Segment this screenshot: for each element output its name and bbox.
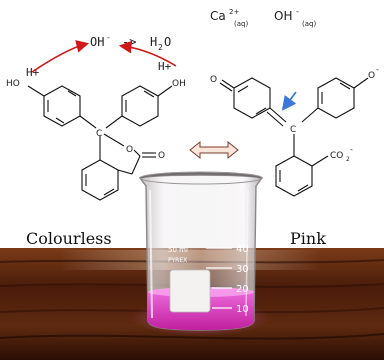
pink-molecule [219,77,369,197]
ring-oxygen: O [126,145,133,155]
ca-ion: Ca [210,9,226,23]
ca-ion-state: (aq) [234,20,248,28]
phenol-ring-left [43,85,81,127]
colourless-atoms: HO OH C O O [6,79,186,161]
reaction-water-o: O [164,35,171,49]
colourless-molecule [27,85,173,201]
phenoxide-charge: - [376,65,379,74]
beaker-brand: PYREX [168,257,187,264]
ions-label: Ca 2+ (aq) OH - (aq) [210,7,316,28]
colourless-label: Colourless [26,229,112,248]
benzoate-ring [275,155,313,197]
phenoxide-oxygen: O [368,71,375,81]
ca-ion-charge: 2+ [229,8,239,16]
beaker-mark-10: 10 [236,304,249,315]
phenol-ring-right [121,85,159,127]
beaker-volume: 50 ml [168,246,188,254]
oh-ion-state: (aq) [302,20,316,28]
carboxylate-sub: 2 [346,156,350,163]
equilibrium-arrow [189,140,239,160]
oh-right: OH [172,79,186,89]
red-arrow-left [31,40,90,73]
oh-ion: OH [274,9,292,23]
red-arrow-right [118,40,177,67]
beaker: 40 30 20 10 50 ml PYREX [138,171,264,331]
beaker-mark-20: 20 [236,284,249,295]
pink-atoms: O O - C CO 2 - [210,65,379,163]
beaker-label-panel [169,269,211,313]
reaction-water-sub: 2 [158,43,163,52]
oh-ion-charge: - [296,7,299,16]
reaction-oh-charge: - [106,33,111,42]
carbonyl-oxygen: O [158,151,165,161]
beaker-mark-40: 40 [236,244,249,255]
central-carbon-left: C [96,129,102,139]
reaction-equation: OH - -> H 2 O H+ H+ [26,33,177,79]
phenoxide-ring [317,77,355,119]
proton-right: H+ [158,60,172,73]
quinoid-oxygen: O [210,75,217,85]
quinoid-ring [233,77,271,119]
carboxylate-charge: - [350,145,353,154]
blue-arrow [281,91,297,111]
proton-left: H+ [26,66,40,79]
ho-left: HO [6,79,20,89]
reaction-water-h: H [150,35,157,49]
beaker-mark-30: 30 [236,264,249,275]
central-carbon-right: C [290,125,296,135]
carboxylate-group: CO [330,151,343,161]
reaction-oh: OH [90,35,104,49]
benzo-ring-left [81,159,119,201]
pink-label: Pink [290,229,326,248]
